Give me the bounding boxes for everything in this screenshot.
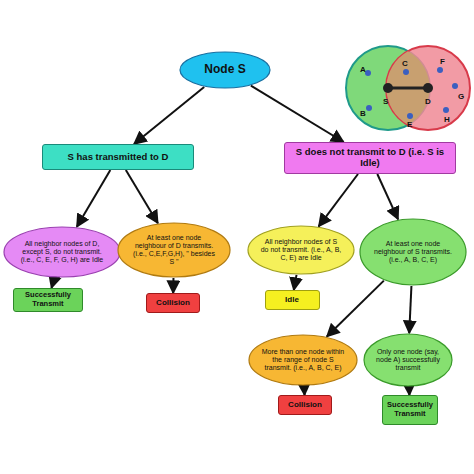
- node-dot: [452, 83, 458, 89]
- node-letter: D: [425, 98, 431, 106]
- outcome-box: Collision: [146, 293, 200, 313]
- node-text: S does not transmit to D (i.e. S is Idle…: [287, 147, 453, 169]
- node-text: At least one node neighbour of S transmi…: [372, 240, 454, 264]
- flow-arrow: [408, 387, 410, 395]
- node-dot: [383, 83, 393, 93]
- condition-ellipse: All neighbor nodes of S do not transmit.…: [247, 225, 355, 275]
- node-dot: [437, 67, 443, 73]
- node-letter: A: [360, 66, 366, 74]
- node-text: All neighbor nodes of S do not transmit.…: [260, 238, 342, 262]
- node-letter: S: [383, 98, 388, 106]
- node-letter: H: [444, 116, 450, 124]
- node-dot: [366, 105, 372, 111]
- node-text: Collision: [281, 400, 329, 409]
- flow-arrow: [377, 174, 398, 219]
- outcome-box: Idle: [265, 290, 320, 310]
- flow-arrow: [172, 278, 174, 293]
- flow-arrow: [294, 275, 297, 290]
- node-text: Successfully Transmit: [385, 401, 435, 418]
- outcome-box: Successfully Transmit: [382, 395, 438, 425]
- flow-arrow: [126, 170, 158, 223]
- node-dot: [403, 69, 409, 75]
- flow-arrow: [251, 86, 344, 142]
- node-letter: E: [407, 121, 412, 129]
- condition-ellipse: At least one node neighbour of D transmi…: [117, 222, 231, 278]
- condition-ellipse: At least one node neighbour of S transmi…: [359, 218, 467, 286]
- condition-ellipse: More than one node within the range of n…: [248, 334, 358, 386]
- flow-arrow: [77, 170, 111, 227]
- node-text: Successfully Transmit: [16, 291, 80, 308]
- node-text: Only one node (say, node A) successfully…: [374, 348, 442, 372]
- node-text: At least one node neighbour of D transmi…: [131, 234, 218, 266]
- start-ellipse: Node S: [179, 51, 271, 89]
- flow-arrow: [303, 386, 305, 395]
- flow-arrow: [134, 87, 204, 144]
- node-text: Node S: [190, 63, 260, 77]
- node-text: More than one node within the range of n…: [261, 348, 345, 372]
- range-circle-s: [346, 46, 430, 130]
- node-text: All neighbor nodes of D, except S, do no…: [17, 240, 107, 264]
- node-dot: [443, 107, 449, 113]
- node-dot: [407, 113, 413, 119]
- node-text: S has transmitted to D: [45, 152, 191, 163]
- outcome-box: Successfully Transmit: [13, 288, 83, 312]
- outcome-box: Collision: [278, 395, 332, 415]
- node-letter: G: [458, 93, 464, 101]
- node-dot: [423, 83, 433, 93]
- node-letter: C: [402, 60, 408, 68]
- process-box: S has transmitted to D: [42, 144, 194, 170]
- flow-arrow: [409, 286, 411, 333]
- node-letter: B: [360, 110, 366, 118]
- node-text: Idle: [268, 295, 317, 304]
- flow-arrow: [327, 281, 384, 337]
- s-d-link: [388, 87, 428, 90]
- node-text: Collision: [149, 298, 197, 307]
- node-letter: F: [440, 58, 445, 66]
- process-box: S does not transmit to D (i.e. S is Idle…: [284, 142, 456, 174]
- node-dot: [365, 70, 371, 76]
- range-circle-d: [386, 46, 470, 130]
- flow-arrow: [52, 278, 55, 288]
- condition-ellipse: Only one node (say, node A) successfully…: [363, 333, 453, 387]
- condition-ellipse: All neighbor nodes of D, except S, do no…: [3, 226, 121, 278]
- flow-arrow: [319, 174, 358, 226]
